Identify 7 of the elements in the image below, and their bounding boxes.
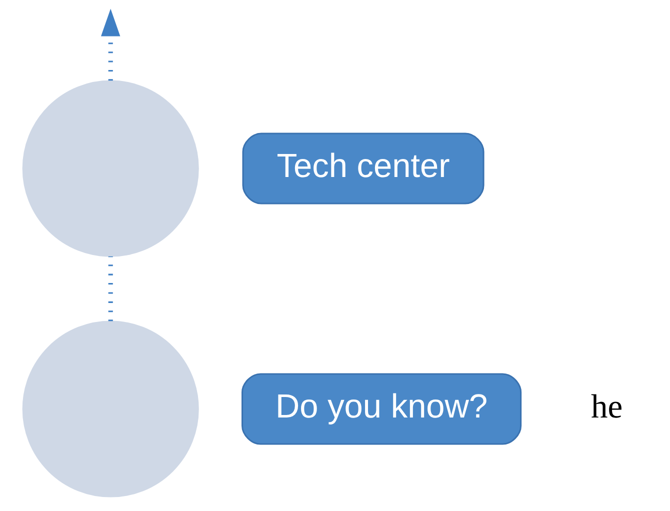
arrow <box>100 8 120 81</box>
connector <box>108 256 112 322</box>
node-circle <box>22 80 198 257</box>
node-box: Tech center <box>242 132 484 204</box>
node-circle <box>22 320 198 498</box>
node-box: Do you know? <box>241 373 522 445</box>
label: he <box>590 388 622 426</box>
